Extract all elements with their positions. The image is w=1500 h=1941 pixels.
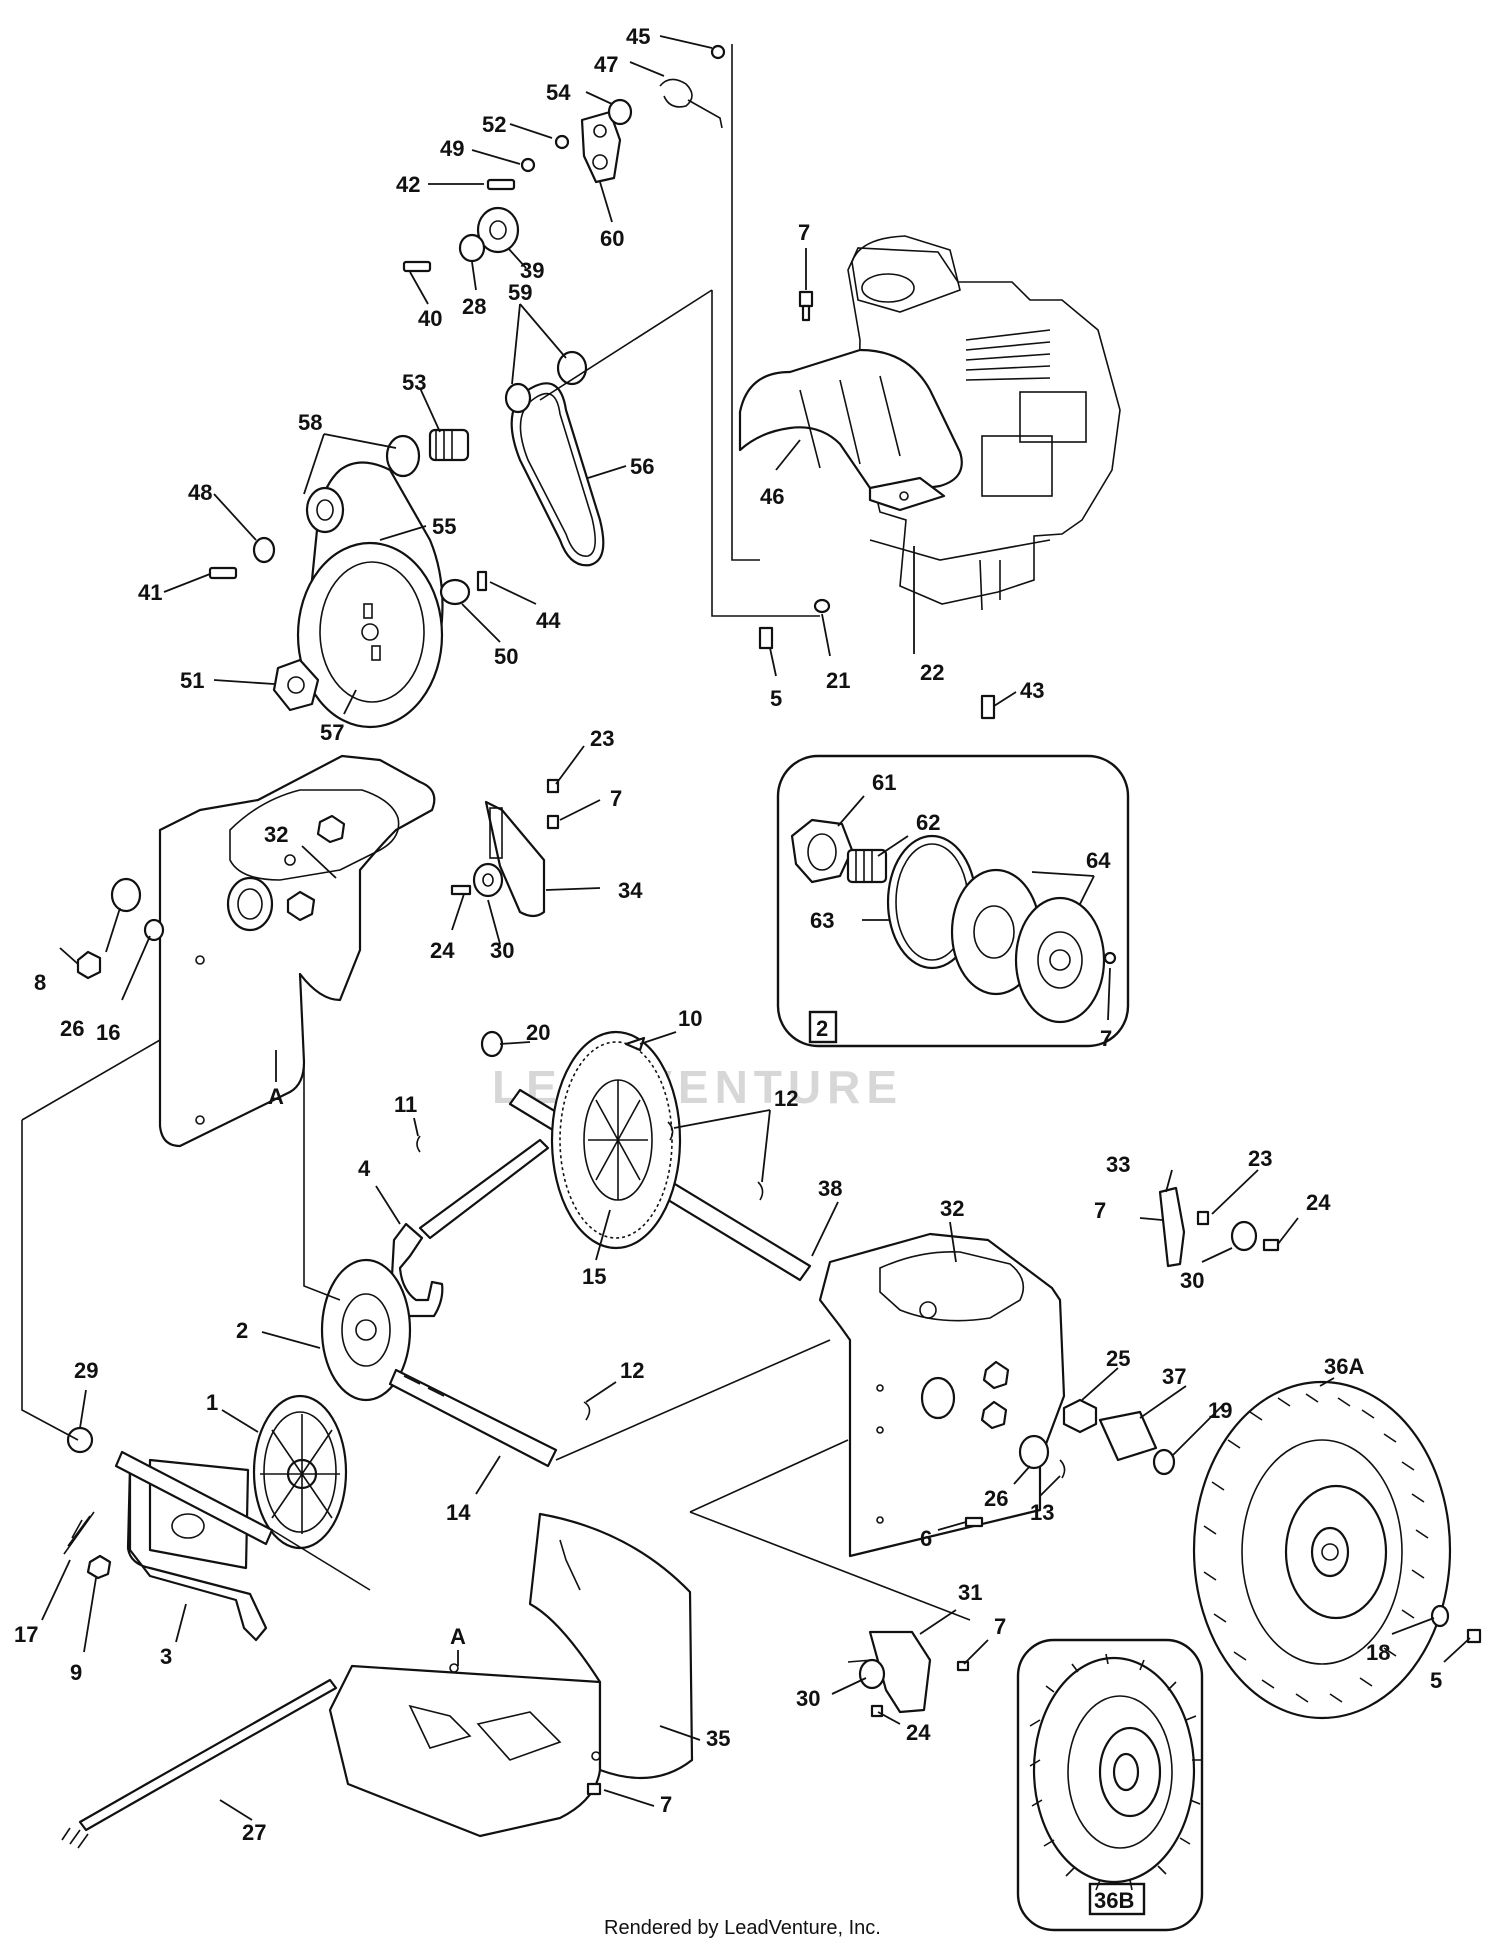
callout-10: 10	[678, 1006, 702, 1031]
callout-3: 3	[160, 1644, 172, 1669]
callout-37: 37	[1162, 1364, 1186, 1389]
callout-59: 59	[508, 280, 532, 305]
boxed-labels: 2 36B	[808, 1010, 1146, 1916]
callout-27: 27	[242, 1820, 266, 1845]
right-side-plate	[818, 1232, 1066, 1558]
callout-42: 42	[396, 172, 420, 197]
callout-a-left: A	[268, 1084, 284, 1109]
callout-14: 14	[446, 1500, 471, 1525]
callout-17: 17	[14, 1622, 38, 1647]
callout-43: 43	[1020, 678, 1044, 703]
callout-45: 45	[626, 24, 650, 49]
callout-5-engine: 5	[770, 686, 782, 711]
callout-57: 57	[320, 720, 344, 745]
callout-49: 49	[440, 136, 464, 161]
callout-13: 13	[1030, 1500, 1054, 1525]
callout-29: 29	[74, 1358, 98, 1383]
callout-39: 39	[520, 258, 544, 283]
callout-50: 50	[494, 644, 518, 669]
bottom-cover	[328, 1512, 694, 1838]
callout-20: 20	[526, 1020, 550, 1045]
callout-23-right: 23	[1248, 1146, 1272, 1171]
callout-31: 31	[958, 1580, 982, 1605]
callout-35: 35	[706, 1726, 730, 1751]
drive-shaft-group	[390, 1030, 812, 1318]
callout-54: 54	[546, 80, 571, 105]
callout-28: 28	[462, 294, 486, 319]
callout-24-left: 24	[430, 938, 455, 963]
callout-8: 8	[34, 970, 46, 995]
callout-21: 21	[826, 668, 850, 693]
callout-64: 64	[1086, 848, 1111, 873]
wheel-36a	[1192, 1380, 1482, 1720]
callout-60: 60	[600, 226, 624, 251]
callout-24-bottom: 24	[906, 1720, 931, 1745]
callout-34: 34	[618, 878, 643, 903]
callout-36a: 36A	[1324, 1354, 1364, 1379]
callout-16: 16	[96, 1020, 120, 1045]
callout-58: 58	[298, 410, 322, 435]
boxed-label-36b: 36B	[1094, 1888, 1134, 1913]
callout-9: 9	[70, 1660, 82, 1685]
callout-labels: 45 47 54 52 49 42 60 39 28 40 59 53 58 5…	[14, 24, 1442, 1845]
callout-7-inset: 7	[1100, 1026, 1112, 1051]
callout-33: 33	[1106, 1152, 1130, 1177]
callout-32-left: 32	[264, 822, 288, 847]
callout-32-right: 32	[940, 1196, 964, 1221]
callout-12-upper: 12	[774, 1086, 798, 1111]
boxed-label-2: 2	[816, 1016, 828, 1041]
callout-55: 55	[432, 514, 456, 539]
callout-30-bottom: 30	[796, 1686, 820, 1711]
leader-lines	[41, 35, 1471, 1821]
inset-friction-wheel	[776, 754, 1130, 1048]
callout-46: 46	[760, 484, 784, 509]
callout-61: 61	[872, 770, 896, 795]
callout-38: 38	[818, 1176, 842, 1201]
callout-5-wheel: 5	[1430, 1668, 1442, 1693]
callout-22: 22	[920, 660, 944, 685]
callout-7-left: 7	[610, 786, 622, 811]
auger-pulley-group	[208, 350, 605, 729]
callout-44: 44	[536, 608, 561, 633]
footer-credit: Rendered by LeadVenture, Inc.	[604, 1917, 881, 1939]
callout-15: 15	[582, 1264, 606, 1289]
callout-18: 18	[1366, 1640, 1390, 1665]
callout-a-bottom: A	[450, 1624, 466, 1649]
callout-47: 47	[594, 52, 618, 77]
callout-26-right: 26	[984, 1486, 1008, 1511]
callout-56: 56	[630, 454, 654, 479]
callout-2: 2	[236, 1318, 248, 1343]
left-side-plate	[158, 754, 436, 1148]
callout-7-right: 7	[1094, 1198, 1106, 1223]
inset-wheel-36b	[1016, 1638, 1204, 1932]
callout-19: 19	[1208, 1398, 1232, 1423]
callout-11: 11	[394, 1092, 417, 1117]
callout-41: 41	[138, 580, 162, 605]
callout-48: 48	[188, 480, 212, 505]
callout-7-bottom-right: 7	[994, 1614, 1006, 1639]
callout-30-left: 30	[490, 938, 514, 963]
idler-bracket-group	[402, 44, 726, 273]
callout-51: 51	[180, 668, 204, 693]
engine-assembly	[738, 235, 1121, 611]
callout-7-bottom: 7	[660, 1792, 672, 1817]
callout-12-lower: 12	[620, 1358, 644, 1383]
callout-4: 4	[358, 1156, 371, 1181]
callout-52: 52	[482, 112, 506, 137]
callout-53: 53	[402, 370, 426, 395]
callout-7-engine: 7	[798, 220, 810, 245]
callout-30-right: 30	[1180, 1268, 1204, 1293]
callout-63: 63	[810, 908, 834, 933]
callout-26-left: 26	[60, 1016, 84, 1041]
watermark: LEADVENTURE	[492, 1061, 903, 1113]
callout-40: 40	[418, 306, 442, 331]
callout-62: 62	[916, 810, 940, 835]
callout-25: 25	[1106, 1346, 1130, 1371]
callout-24-right: 24	[1306, 1190, 1331, 1215]
callout-23-left: 23	[590, 726, 614, 751]
callout-6: 6	[920, 1526, 932, 1551]
callout-1: 1	[206, 1390, 218, 1415]
